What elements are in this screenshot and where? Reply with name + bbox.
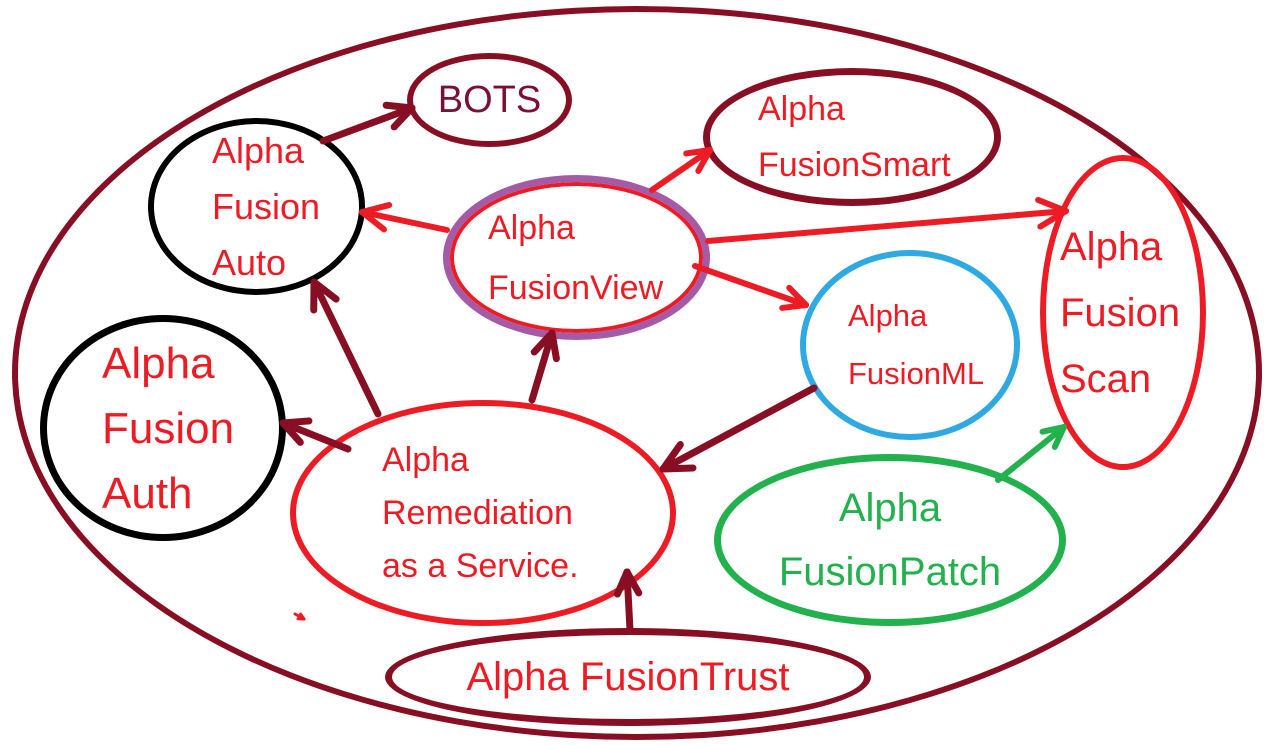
node-label-line: Alpha bbox=[102, 338, 215, 388]
node-label-line: FusionML bbox=[848, 356, 985, 391]
node-label-line: Alpha bbox=[488, 208, 575, 247]
node-alpha-fusionpatch: Alpha FusionPatch bbox=[714, 454, 1066, 626]
node-alpha-fusion-scan: Alpha Fusion Scan bbox=[1040, 155, 1206, 470]
node-label-line: Remediation bbox=[382, 493, 573, 532]
outer-boundary-ellipse bbox=[12, 6, 1262, 740]
node-label-line: Alpha bbox=[382, 440, 469, 479]
node-label-line: Alpha FusionTrust bbox=[466, 654, 790, 699]
node-alpha-fusion-auth: Alpha Fusion Auth bbox=[40, 315, 286, 541]
node-alpha-fusionsmart: Alpha FusionSmart bbox=[703, 68, 1001, 206]
node-label-line: Alpha bbox=[838, 486, 942, 530]
node-label-line: Alpha bbox=[848, 298, 928, 333]
node-label-line: FusionPatch bbox=[778, 550, 1002, 594]
node-label-line: Fusion bbox=[1060, 290, 1181, 335]
node-label-line: FusionView bbox=[488, 268, 664, 307]
node-label-line: Fusion bbox=[212, 185, 321, 227]
node-label-line: Alpha bbox=[1060, 224, 1163, 269]
node-label-line: Auth bbox=[102, 468, 193, 518]
node-label-line: Alpha bbox=[212, 129, 305, 171]
node-label-line: BOTS bbox=[437, 78, 542, 121]
node-alpha-fusionml: Alpha FusionML bbox=[800, 250, 1020, 440]
node-alpha-fusiontrust: Alpha FusionTrust bbox=[385, 628, 871, 726]
node-alpha-fusionview: Alpha FusionView bbox=[443, 175, 710, 340]
node-label-line: Alpha bbox=[758, 90, 845, 128]
node-label-line: Auto bbox=[212, 241, 287, 283]
node-label-line: Fusion bbox=[102, 403, 235, 453]
node-bots: BOTS bbox=[407, 53, 572, 147]
node-label-line: FusionSmart bbox=[758, 146, 951, 184]
node-alpha-remediation-as-a-service: Alpha Remediation as a Service. bbox=[290, 400, 676, 626]
node-label-line: Scan bbox=[1060, 356, 1152, 401]
node-label-line: as a Service. bbox=[382, 546, 579, 585]
node-alpha-fusion-auto: Alpha Fusion Auto bbox=[148, 118, 365, 295]
